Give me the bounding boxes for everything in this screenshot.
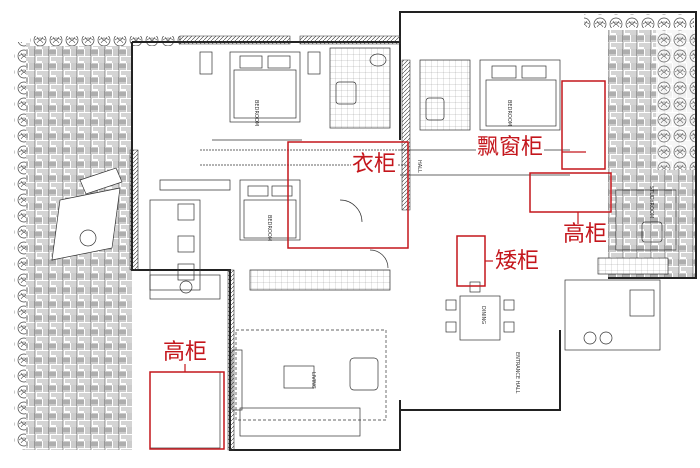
top-plant-strip (30, 36, 180, 46)
wall-hatching (129, 35, 411, 451)
terrace-furniture (51, 167, 201, 291)
room-tag-living: LIVING (310, 372, 316, 389)
label-wardrobe: 衣柜 (351, 152, 398, 177)
bedroom-1 (199, 51, 321, 141)
wardrobe-box (287, 141, 409, 249)
label-bay-window-cabinet: 飘窗柜 (476, 135, 545, 160)
left-plant-strip (14, 42, 26, 450)
room-tag-bedroom-1: BEDROOM (253, 100, 259, 126)
dining-area (445, 281, 515, 341)
room-tag-dining: DINING (480, 306, 486, 324)
label-tall-cabinet-left: 高柜 (162, 340, 209, 365)
tall-cabinet-left-box (149, 371, 225, 450)
bedroom-2 (400, 59, 570, 176)
label-low-cabinet: 矮柜 (494, 249, 541, 274)
room-tag-bedroom-3: BEDROOM (266, 215, 272, 241)
room-tag-hall: HALL (416, 160, 422, 173)
bathroom-top (329, 47, 391, 129)
study-room (615, 189, 677, 251)
bedroom-3 (159, 149, 410, 241)
kitchen-right (564, 257, 669, 351)
room-tag-study: STUDYROOM (648, 186, 654, 218)
label-tall-cabinet-right: 高柜 (562, 222, 609, 247)
right-plant-strip (584, 14, 694, 28)
low-cabinet-box (456, 235, 486, 287)
room-tag-entrance: ENTRANCE HALL (514, 352, 520, 394)
living-room (231, 329, 387, 437)
tall-cabinet-right-box (529, 172, 612, 213)
hall-corridor (249, 199, 391, 291)
bay-window-cabinet-box (561, 80, 606, 170)
room-tag-bedroom-2: BEDROOM (506, 100, 512, 126)
leader-lines (184, 151, 586, 372)
right-plant-edge (656, 30, 696, 170)
